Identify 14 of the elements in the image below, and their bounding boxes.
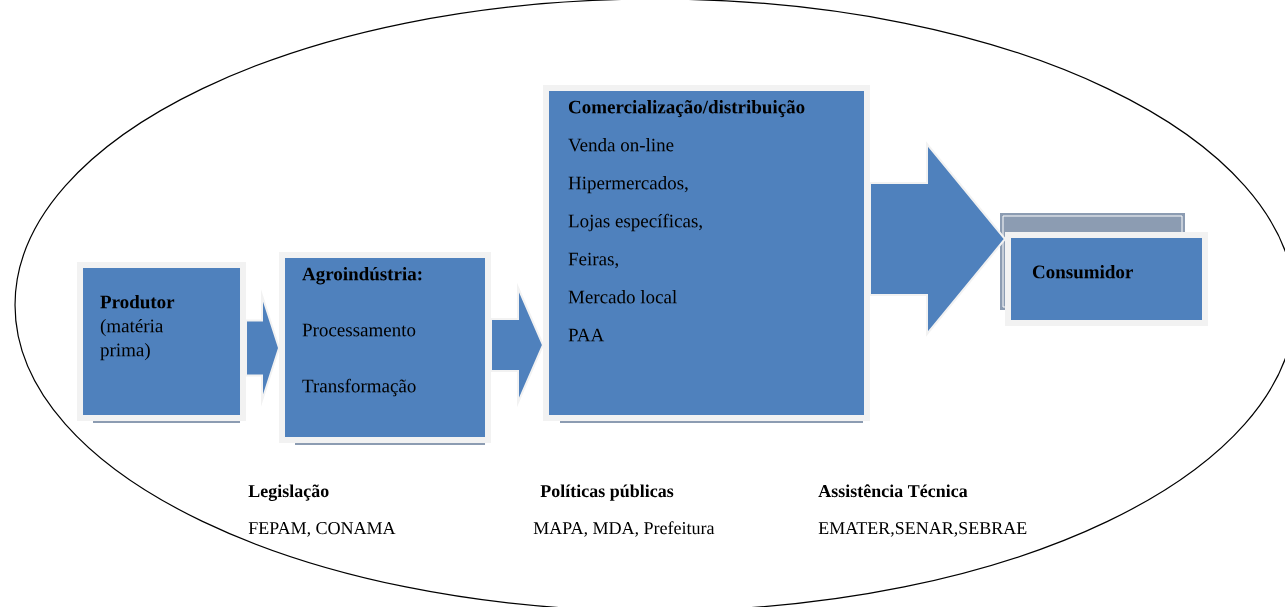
- block-arrow: [245, 289, 281, 407]
- process-box: Agroindústria: Processamento Transformação: [279, 252, 491, 445]
- body-label: EMATER,SENAR,SEBRAE: [818, 522, 1027, 537]
- ellipse-outline: [14, 0, 1285, 607]
- body-label: FEPAM, CONAMA: [248, 522, 396, 537]
- body-label: MAPA, MDA, Prefeitura: [533, 521, 715, 537]
- block-arrow: [869, 141, 1007, 337]
- process-box: Produtor (matéria prima): [77, 262, 246, 423]
- block-arrow: [490, 282, 545, 408]
- process-box: Comercialização/distribuição Venda on-line Hipermercados, Lojas específicas, Feiras, Mercado local PAA: [543, 85, 870, 423]
- heading-label: Assistência Técnica: [818, 484, 968, 498]
- heading-label: Políticas públicas: [540, 484, 674, 501]
- heading-label: Legislação: [248, 484, 329, 501]
- process-box: Consumidor: [1000, 213, 1208, 326]
